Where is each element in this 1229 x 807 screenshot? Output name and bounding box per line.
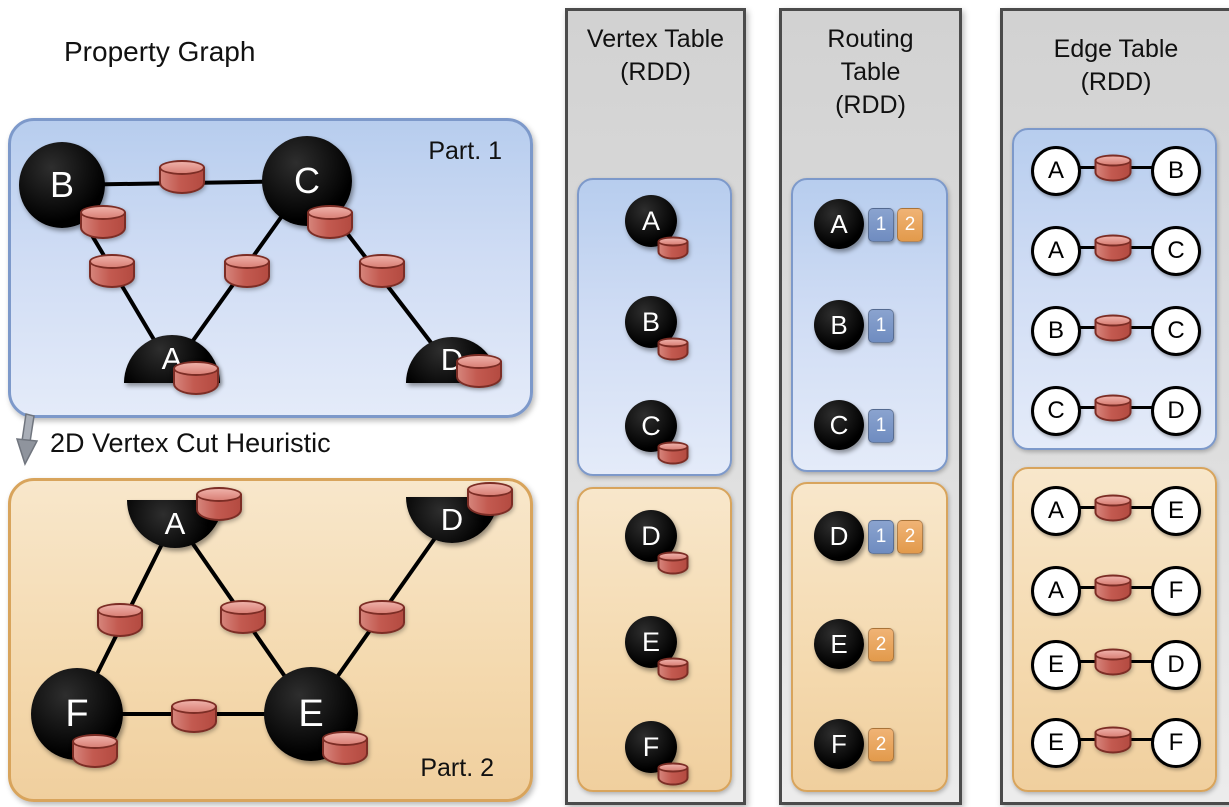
routing-badge: 1 (868, 208, 894, 242)
routing-table-title-line1: Routing (827, 25, 914, 53)
edge-property-cylinder-icon (97, 603, 143, 637)
routing-badge: 1 (868, 409, 894, 443)
edge-table-title-line2: (RDD) (1080, 68, 1152, 96)
edge-row-src-vertex: C (1031, 386, 1081, 436)
edge-property-cylinder-icon (1094, 234, 1132, 262)
edge-table-title: Edge Table (RDD) (1003, 33, 1229, 99)
edge-property-cylinder-icon (220, 600, 266, 634)
routing-badge: 2 (897, 208, 923, 242)
vertex-table-title: Vertex Table (RDD) (568, 23, 743, 89)
partition-1-label: Part. 1 (428, 137, 502, 165)
edge-row-src-vertex: E (1031, 718, 1081, 768)
edge-property-cylinder-icon (224, 254, 270, 288)
edge-row-src-vertex: B (1031, 306, 1081, 356)
routing-badge: 2 (868, 628, 894, 662)
edge-row-dst-vertex: C (1151, 306, 1201, 356)
edge-table-title-line1: Edge Table (1053, 35, 1179, 63)
edge-row-dst-vertex: F (1151, 566, 1201, 616)
routing-table-title-line2: Table (840, 58, 901, 86)
vertex-property-cylinder-icon (657, 551, 689, 575)
edge-property-cylinder-icon (1094, 314, 1132, 342)
edge-property-cylinder-icon (1094, 574, 1132, 602)
routing-row-vertex: A (814, 199, 864, 249)
vertex-property-cylinder-icon (72, 734, 118, 768)
edge-row-dst-vertex: D (1151, 640, 1201, 690)
edge-property-cylinder-icon (1094, 394, 1132, 422)
edge-row-dst-vertex: D (1151, 386, 1201, 436)
edge-property-cylinder-icon (1094, 648, 1132, 676)
vertex-table-title-line1: Vertex Table (586, 25, 725, 53)
vertex-property-cylinder-icon (657, 762, 689, 786)
edge-row-dst-vertex: F (1151, 718, 1201, 768)
routing-badge: 2 (897, 520, 923, 554)
vertex-property-cylinder-icon (657, 337, 689, 361)
heuristic-label: 2D Vertex Cut Heuristic (50, 428, 331, 458)
edge-property-cylinder-icon (1094, 154, 1132, 182)
routing-row-vertex: D (814, 511, 864, 561)
vertex-property-cylinder-icon (657, 236, 689, 260)
routing-badge: 1 (868, 309, 894, 343)
edge-property-cylinder-icon (359, 254, 405, 288)
vertex-property-cylinder-icon (196, 487, 242, 521)
edge-row-src-vertex: A (1031, 226, 1081, 276)
edge-property-cylinder-icon (359, 600, 405, 634)
routing-row-vertex: C (814, 400, 864, 450)
down-arrow-icon (15, 413, 39, 466)
routing-row-vertex: E (814, 619, 864, 669)
routing-row-vertex: B (814, 300, 864, 350)
vertex-property-cylinder-icon (173, 361, 219, 395)
edge-property-cylinder-icon (171, 699, 217, 733)
edge-row-src-vertex: A (1031, 486, 1081, 536)
edge-row-src-vertex: A (1031, 146, 1081, 196)
edge-property-cylinder-icon (159, 160, 205, 194)
vertex-property-cylinder-icon (467, 482, 513, 516)
routing-table-title: Routing Table (RDD) (782, 23, 959, 122)
vertex-table-title-line2: (RDD) (620, 58, 691, 86)
edge-row-dst-vertex: C (1151, 226, 1201, 276)
vertex-property-cylinder-icon (80, 205, 126, 239)
edge-row-dst-vertex: E (1151, 486, 1201, 536)
edge-row-src-vertex: E (1031, 640, 1081, 690)
edge-property-cylinder-icon (1094, 726, 1132, 754)
routing-row-vertex: F (814, 719, 864, 769)
routing-table-title-line3: (RDD) (835, 91, 906, 119)
vertex-property-cylinder-icon (657, 441, 689, 465)
vertex-property-cylinder-icon (307, 205, 353, 239)
edge-property-cylinder-icon (1094, 494, 1132, 522)
property-graph-title: Property Graph (64, 36, 256, 67)
partition-2-label: Part. 2 (420, 754, 494, 782)
edge-row-dst-vertex: B (1151, 146, 1201, 196)
edge-row-src-vertex: A (1031, 566, 1081, 616)
routing-badge: 1 (868, 520, 894, 554)
vertex-property-cylinder-icon (456, 354, 502, 388)
vertex-property-cylinder-icon (657, 657, 689, 681)
routing-badge: 2 (868, 728, 894, 762)
edge-property-cylinder-icon (89, 254, 135, 288)
vertex-property-cylinder-icon (322, 731, 368, 765)
